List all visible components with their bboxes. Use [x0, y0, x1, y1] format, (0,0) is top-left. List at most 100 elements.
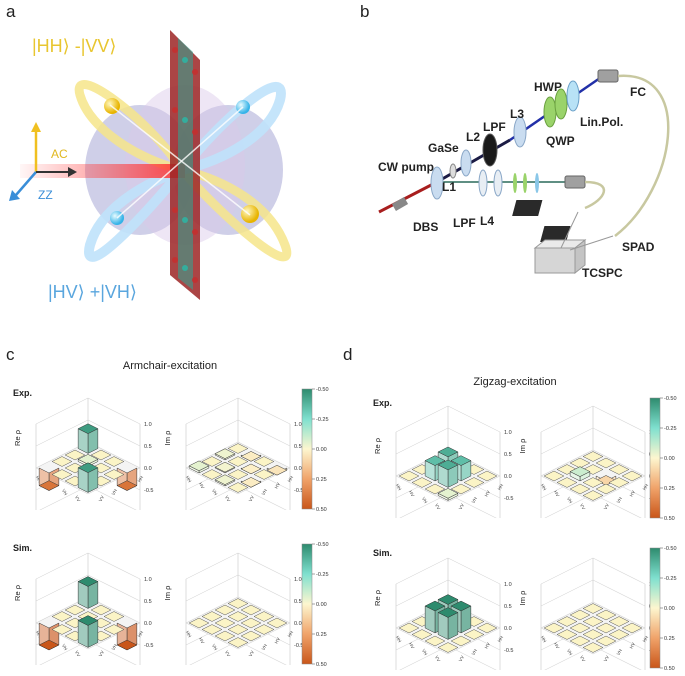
yellow-loop-bottom-right: [169, 162, 292, 262]
bar-HH-HV: [214, 448, 236, 461]
fiber-coupler-top: [597, 69, 619, 83]
colorbar-tick-label: 0.25: [664, 636, 675, 642]
z-tick-label: -0.5: [144, 643, 153, 649]
bar-VV-VH: [450, 483, 472, 495]
bar-HH-VV: [543, 470, 565, 482]
yellow-loop-top-left: [74, 80, 192, 177]
fiber-coupler-bottom: [564, 175, 586, 189]
floor-plane: [540, 601, 646, 655]
lens-l2: [460, 149, 472, 177]
bar-HH-HV: [64, 604, 86, 616]
panel-a-illustration: [9, 30, 292, 300]
bar-VH-HH: [253, 456, 275, 467]
z-tick-label: -0.5: [294, 488, 303, 494]
state-hh-vv-label: |HH⟩ -|VV⟩: [32, 36, 117, 56]
colorbar-tick-label: -0.50: [316, 542, 329, 548]
basis-tick-label: HV: [198, 637, 205, 645]
bar-HV-VV: [411, 477, 433, 488]
bar-HH-HH: [227, 598, 249, 609]
basis-tick-label: VV: [98, 495, 105, 503]
bar-VV-VV: [227, 637, 249, 648]
bar-HH-VV: [398, 622, 420, 634]
colorbar-tick-label: -0.25: [664, 576, 677, 582]
basis-tick-label: HH: [540, 483, 548, 491]
bar-VV-HH: [621, 470, 643, 482]
bar-HV-VV: [411, 629, 433, 640]
colorbar-tick-label: 0.00: [664, 606, 675, 612]
basis-tick-label: HH: [185, 630, 193, 638]
floor-plane: [185, 441, 291, 495]
fiber-bottom: [584, 180, 606, 210]
colorbar-tick-label: 0.25: [316, 477, 327, 483]
bar-VH-VH: [227, 624, 249, 635]
colorbar-tick-label: 0.00: [316, 447, 327, 453]
colorbar-tick-label: -0.50: [664, 546, 677, 552]
colorbar-gradient: [301, 388, 313, 510]
label-qwp: QWP: [546, 134, 575, 148]
basis-tick-label: HV: [629, 642, 636, 650]
bar-HH-VH: [51, 456, 73, 467]
basis-tick-label: VH: [566, 496, 573, 504]
bar-VH-VH: [227, 469, 249, 480]
z-tick-label: 0.5: [504, 604, 512, 610]
bar-VV-VH: [595, 483, 617, 495]
basis-tick-label: HH: [642, 635, 650, 643]
basis-tick-label: VH: [471, 648, 478, 656]
label-spad: SPAD: [622, 240, 655, 254]
component-axis-label: Im ρ: [518, 591, 527, 606]
bar-VV-HV: [608, 477, 630, 488]
basis-tick-label: VV: [603, 655, 610, 663]
component-axis-label: Re ρ: [13, 585, 22, 601]
colorbar-gradient: [301, 543, 313, 665]
bar-HH-VV: [188, 460, 210, 474]
basis-tick-label: VH: [261, 488, 268, 496]
bar-VH-HH: [608, 616, 630, 627]
colorbar-tick-label: 0.50: [664, 516, 675, 522]
basis-tick-label: VH: [211, 488, 218, 496]
basis-tick-label: VH: [421, 496, 428, 504]
signal-beam-dark: [436, 138, 511, 184]
label-lpf-top: LPF: [483, 120, 506, 134]
basis-tick-label: HH: [35, 475, 43, 483]
bar-HV-HV: [582, 616, 604, 627]
panel-letter-b: b: [360, 2, 370, 21]
panel-d-title: Zigzag-excitation: [473, 376, 557, 388]
basis-tick-label: VV: [248, 495, 255, 503]
panel-c-row-sim: Sim.: [13, 543, 33, 553]
basis-tick-label: HH: [137, 630, 145, 638]
spad-detector-1: [512, 200, 543, 216]
basis-tick-label: VV: [458, 503, 465, 511]
lens-l3: [513, 116, 527, 148]
pump-beam: [20, 164, 185, 178]
z-tick-label: 1.0: [144, 577, 152, 583]
z-tick-label: 0.0: [144, 466, 152, 472]
label-gase: GaSe: [428, 141, 459, 155]
bar-VH-VV: [569, 483, 591, 495]
bar-HH-HH: [77, 576, 99, 609]
bar-HV-VV: [556, 629, 578, 640]
basis-tick-label: HV: [484, 490, 491, 498]
panel-d-row-sim: Sim.: [373, 548, 393, 558]
bar-VV-HV: [463, 629, 485, 640]
bar-VV-VV: [77, 615, 99, 648]
linear-polarizer: [566, 80, 580, 112]
bar-HV-VV: [51, 469, 73, 480]
bar-HH-VH: [51, 611, 73, 622]
bar-VV-HV: [463, 477, 485, 488]
bar-HV-VH: [569, 622, 591, 634]
component-axis-label: Im ρ: [163, 431, 172, 446]
colorbar-gradient: [649, 397, 661, 519]
z-tick-label: 0.5: [294, 599, 302, 605]
lens-l1: [430, 166, 444, 200]
basis-tick-label: VH: [566, 648, 573, 656]
z-tick-label: 1.0: [504, 582, 512, 588]
bar-VH-HV: [240, 463, 262, 475]
bar-VV-HV: [608, 629, 630, 640]
label-l2: L2: [466, 130, 481, 144]
bar-HV-HV: [227, 456, 249, 467]
fiber-top: [614, 74, 670, 237]
basis-tick-label: VH: [471, 496, 478, 504]
basis-tick-label: HH: [35, 630, 43, 638]
crystal-atoms: [172, 47, 198, 283]
